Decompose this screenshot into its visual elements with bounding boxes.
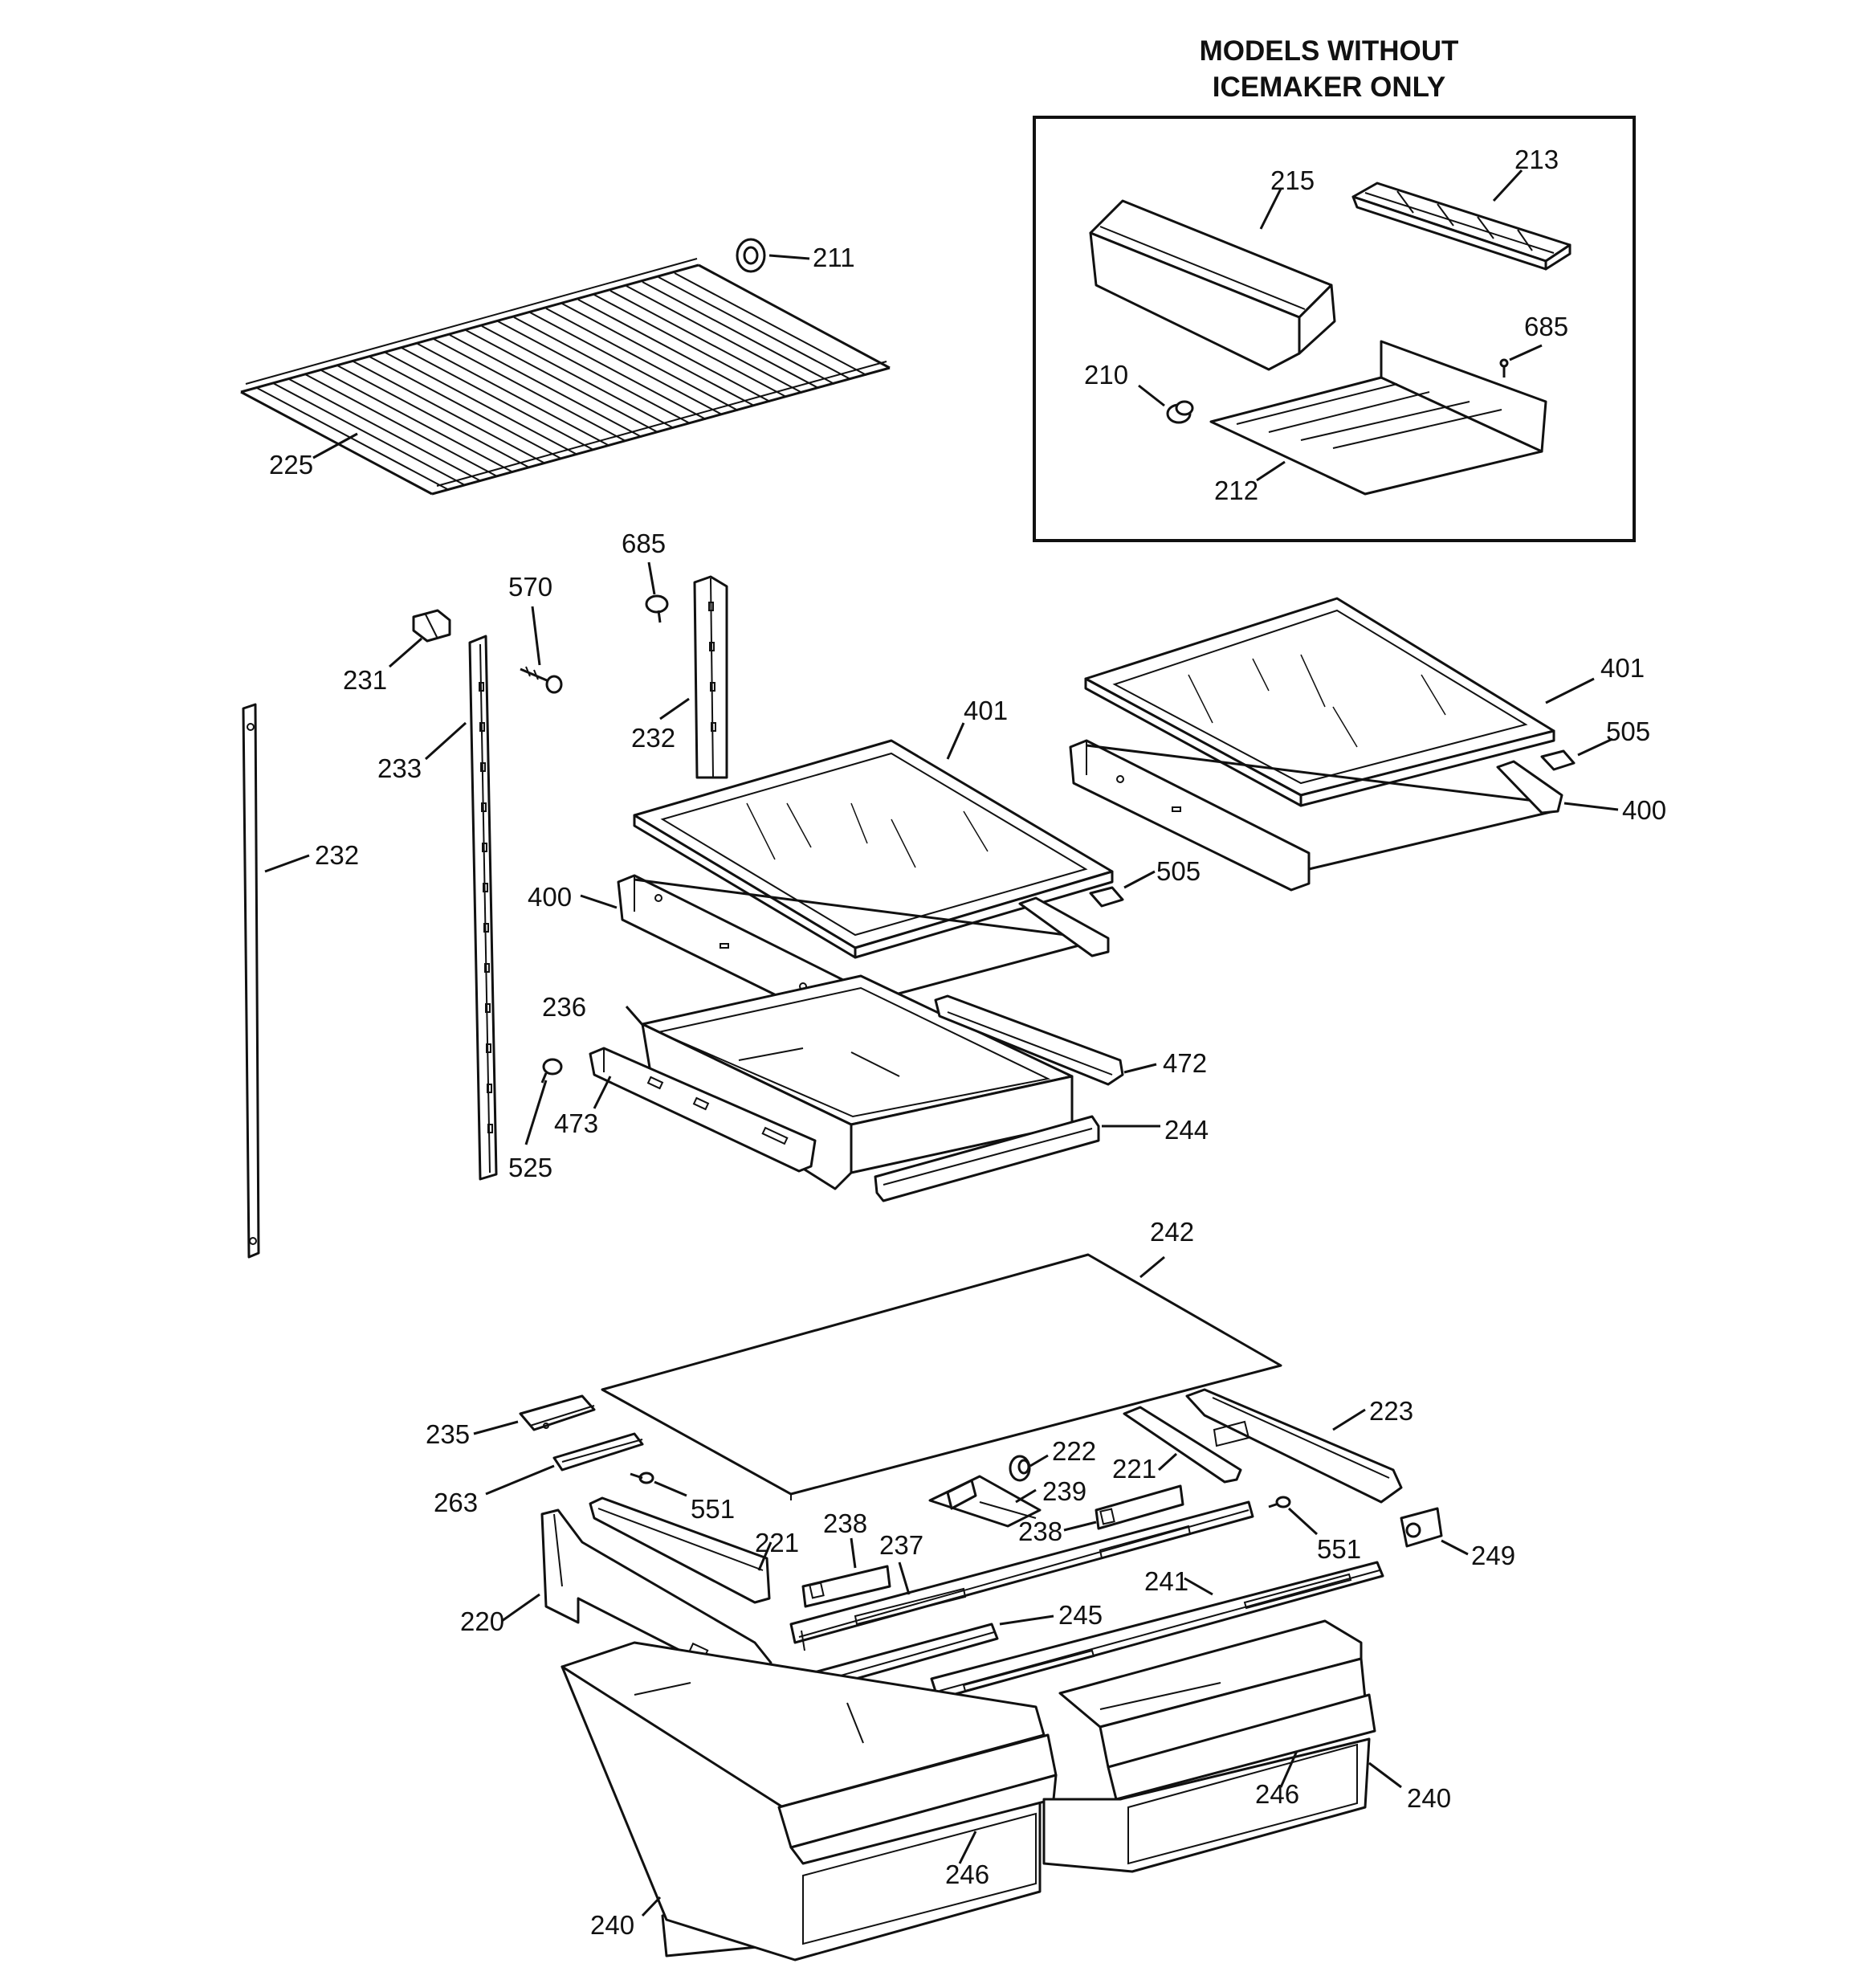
slide-part-238-right [1095, 1484, 1184, 1530]
knob-part-210 [1166, 400, 1194, 424]
callout-236: 236 [542, 992, 586, 1022]
callout-505-left: 505 [1156, 856, 1201, 886]
screw-part-551-right [1268, 1496, 1291, 1508]
callout-222: 222 [1052, 1436, 1096, 1466]
callout-232-left: 232 [315, 840, 359, 870]
screw-part-570 [520, 666, 563, 694]
bracket-part-235 [519, 1394, 596, 1431]
callout-263: 263 [434, 1488, 478, 1517]
glass-shelf-part-401-right [1084, 597, 1555, 807]
end-cap-part-249 [1400, 1507, 1443, 1548]
callout-240-left: 240 [590, 1910, 634, 1940]
rail-part-221-right [1123, 1406, 1242, 1484]
callout-237: 237 [879, 1530, 923, 1560]
callout-401-right: 401 [1600, 653, 1645, 683]
glass-cover-part-242 [601, 1253, 1282, 1500]
callout-401-left: 401 [964, 696, 1008, 725]
callout-244: 244 [1164, 1115, 1209, 1145]
callout-525: 525 [508, 1153, 552, 1182]
callout-685: 685 [622, 529, 666, 558]
callout-233: 233 [377, 753, 422, 783]
bumper-part-211 [736, 238, 766, 273]
callout-551-left: 551 [691, 1494, 735, 1524]
inset-title-line1: MODELS WITHOUT [1200, 35, 1459, 67]
screw-part-551-left [630, 1472, 654, 1484]
callout-231: 231 [343, 665, 387, 695]
latch-part-239 [928, 1475, 1042, 1528]
shelf-ladder-part-232-left [242, 703, 260, 1259]
track-part-223 [1185, 1388, 1403, 1504]
ice-tray-part-213 [1351, 182, 1572, 271]
cross-rail-part-237 [789, 1500, 1254, 1651]
callout-211: 211 [813, 243, 855, 272]
callout-213: 213 [1514, 145, 1559, 174]
icemaker-inset: MODELS WITHOUT ICEMAKER ONLY [1033, 35, 1636, 542]
callout-210: 210 [1084, 360, 1128, 390]
inset-frame [1033, 116, 1636, 542]
callout-400-right: 400 [1622, 795, 1666, 825]
callout-242: 242 [1150, 1217, 1194, 1247]
divider-part-263 [552, 1432, 644, 1472]
wire-shelf-part-225 [240, 258, 891, 496]
ice-bucket-part-215 [1089, 199, 1336, 371]
callout-245: 245 [1058, 1600, 1103, 1630]
callout-472: 472 [1163, 1048, 1207, 1078]
callout-246-right: 246 [1255, 1779, 1299, 1809]
callout-223: 223 [1369, 1396, 1413, 1426]
slide-part-238-left [801, 1565, 891, 1608]
callout-220: 220 [460, 1606, 504, 1636]
callout-570: 570 [508, 572, 552, 602]
callout-400-left: 400 [528, 882, 572, 912]
callout-labels: 211 225 215 213 685 210 212 685 570 231 … [269, 145, 1666, 1940]
meat-pan-part-236 [641, 974, 1074, 1190]
callout-238-left: 238 [823, 1508, 867, 1538]
roller-part-222 [1009, 1455, 1031, 1482]
callout-221-left: 221 [755, 1528, 799, 1557]
rail-part-221-left [589, 1496, 771, 1604]
callout-239: 239 [1042, 1476, 1086, 1506]
screw-part-685-inset [1499, 358, 1509, 378]
shelf-ladder-part-233 [468, 635, 498, 1181]
pan-cover-part-244 [874, 1115, 1100, 1202]
callout-551-right: 551 [1317, 1534, 1361, 1564]
clip-part-231 [412, 609, 451, 643]
wire-shelf-rods [256, 272, 867, 491]
callout-221-right: 221 [1112, 1454, 1156, 1484]
end-cap-part-505-left [1089, 886, 1124, 908]
ice-rack-part-212 [1209, 340, 1547, 496]
callout-473: 473 [554, 1108, 598, 1138]
callout-238-right: 238 [1018, 1517, 1062, 1546]
rail-part-472 [934, 994, 1124, 1086]
callout-241: 241 [1144, 1566, 1188, 1596]
callout-505-right: 505 [1606, 716, 1650, 746]
glass-shelf-part-401-left [633, 739, 1114, 959]
callout-232-middle: 232 [631, 723, 675, 753]
inset-title-line2: ICEMAKER ONLY [1213, 71, 1445, 103]
shelf-ladder-part-232-middle [693, 575, 728, 779]
callout-240-right: 240 [1407, 1783, 1451, 1813]
callout-215: 215 [1270, 165, 1315, 195]
callout-212: 212 [1214, 476, 1258, 505]
shelf-frame-part-400-right [1069, 739, 1563, 892]
callout-249: 249 [1471, 1541, 1515, 1570]
callout-235: 235 [426, 1419, 470, 1449]
crisper-drawer-part-240-left [561, 1641, 1058, 1961]
screw-part-685 [645, 594, 669, 623]
callout-246-left: 246 [945, 1859, 989, 1889]
crisper-drawer-part-240-right [1042, 1619, 1376, 1873]
callout-685-inset: 685 [1524, 312, 1568, 341]
screw-part-525 [540, 1058, 563, 1084]
rail-part-473 [589, 1047, 817, 1173]
callout-225: 225 [269, 450, 313, 480]
end-cap-part-505-right [1540, 749, 1576, 771]
